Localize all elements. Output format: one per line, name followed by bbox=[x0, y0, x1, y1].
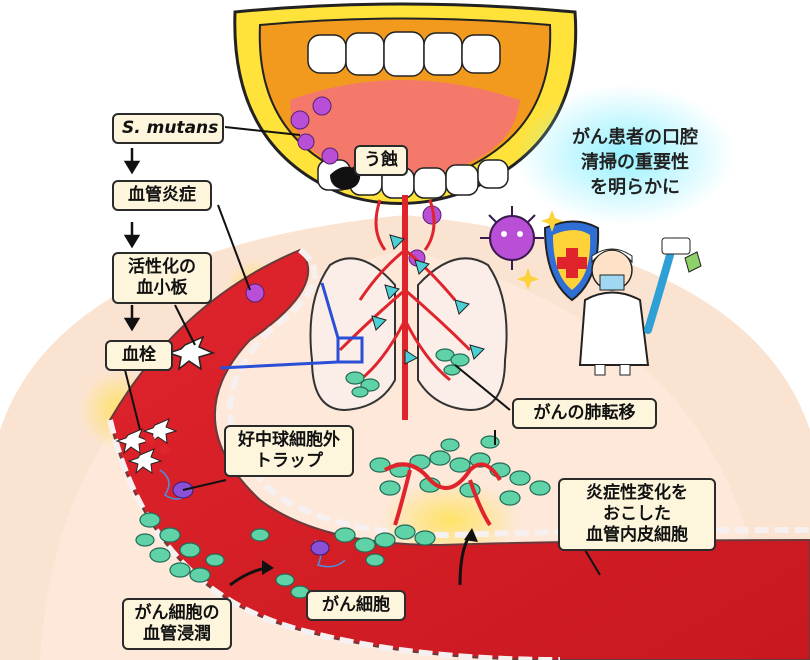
label-lung-metastasis: がんの肺転移 bbox=[512, 398, 657, 429]
headline-line2: 清掃の重要性 bbox=[581, 152, 689, 173]
label-vascular-invasion-line2: 血管浸潤 bbox=[143, 624, 211, 644]
label-vascular-invasion: がん細胞の 血管浸潤 bbox=[122, 598, 232, 650]
label-net-line1: 好中球細胞外 bbox=[238, 430, 340, 450]
headline-line3: を明らかに bbox=[590, 177, 680, 198]
label-endothelial-line2: おこした bbox=[603, 504, 671, 524]
doctor-illustration bbox=[480, 206, 702, 376]
headline-line1: がん患者の口腔 bbox=[572, 127, 698, 148]
label-vascular-inflammation-text: 血管炎症 bbox=[128, 185, 196, 205]
label-caries-text: う蝕 bbox=[364, 150, 398, 170]
label-s-mutans-text: S. mutans bbox=[122, 118, 219, 138]
label-net-line2: トラップ bbox=[255, 451, 323, 471]
label-s-mutans: S. mutans bbox=[112, 113, 224, 144]
label-activated-platelets-line2: 血小板 bbox=[136, 278, 188, 298]
headline-text: がん患者の口腔 清掃の重要性 を明らかに bbox=[535, 125, 735, 200]
label-cancer-cell-text: がん細胞 bbox=[322, 595, 390, 615]
thrombus-icon bbox=[115, 418, 178, 475]
label-vascular-inflammation: 血管炎症 bbox=[112, 180, 212, 211]
label-neutrophil-extracellular-trap: 好中球細胞外 トラップ bbox=[224, 425, 354, 477]
label-endothelial-line1: 炎症性変化を bbox=[586, 483, 688, 503]
connector-lines bbox=[124, 126, 601, 576]
label-lung-metastasis-text: がんの肺転移 bbox=[533, 403, 636, 423]
flow-arrows bbox=[123, 148, 141, 332]
label-activated-platelets: 活性化の 血小板 bbox=[112, 252, 212, 304]
label-inflamed-endothelial-cells: 炎症性変化を おこした 血管内皮細胞 bbox=[558, 478, 716, 551]
label-vascular-invasion-line1: がん細胞の bbox=[134, 603, 220, 623]
label-endothelial-line3: 血管内皮細胞 bbox=[586, 525, 688, 545]
lungs-illustration bbox=[309, 195, 508, 420]
label-caries: う蝕 bbox=[354, 145, 408, 176]
label-thrombus-text: 血栓 bbox=[122, 345, 156, 365]
label-thrombus: 血栓 bbox=[105, 340, 173, 371]
mouth-illustration bbox=[233, 2, 578, 205]
zoom-lines bbox=[219, 282, 364, 370]
label-activated-platelets-line1: 活性化の bbox=[128, 257, 196, 277]
label-cancer-cell: がん細胞 bbox=[306, 590, 406, 621]
